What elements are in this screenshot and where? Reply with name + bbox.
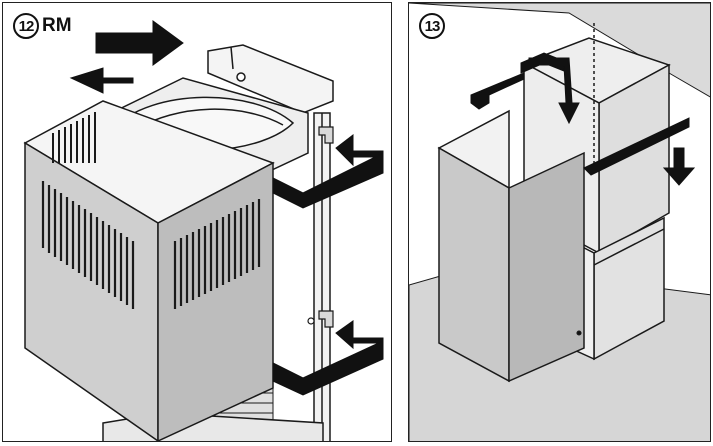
chimney-cover <box>23 100 275 441</box>
arrow-bracket-lower <box>272 340 384 396</box>
rail-clip-lower <box>307 310 334 328</box>
rail-clip-upper <box>318 126 334 144</box>
ventilation-slots-right <box>173 199 261 309</box>
arrow-top-left <box>69 67 134 94</box>
arrow-top-right <box>95 20 184 66</box>
arrow-bracket-upper <box>272 152 384 209</box>
step-12-illustration <box>23 20 384 441</box>
ventilation-slots-back <box>52 112 96 163</box>
step-12-panel: 12 RM <box>2 2 392 442</box>
step-13-illustration <box>409 3 710 441</box>
step-12-label: 12 RM <box>13 13 72 39</box>
step-13-label: 13 <box>419 13 445 39</box>
arrow-right-long <box>583 117 696 186</box>
ceiling <box>409 3 710 98</box>
chimney-cover <box>437 109 585 383</box>
vertical-rail <box>313 112 331 441</box>
arrow-down-center <box>528 57 580 125</box>
step-13-number: 13 <box>419 13 445 39</box>
step-13-panel: 13 <box>408 2 711 442</box>
step-12-suffix: RM <box>42 15 72 36</box>
ceiling-bracket <box>207 44 334 114</box>
ventilation-slots-left <box>41 181 135 309</box>
step-12-number: 12 <box>13 13 39 39</box>
